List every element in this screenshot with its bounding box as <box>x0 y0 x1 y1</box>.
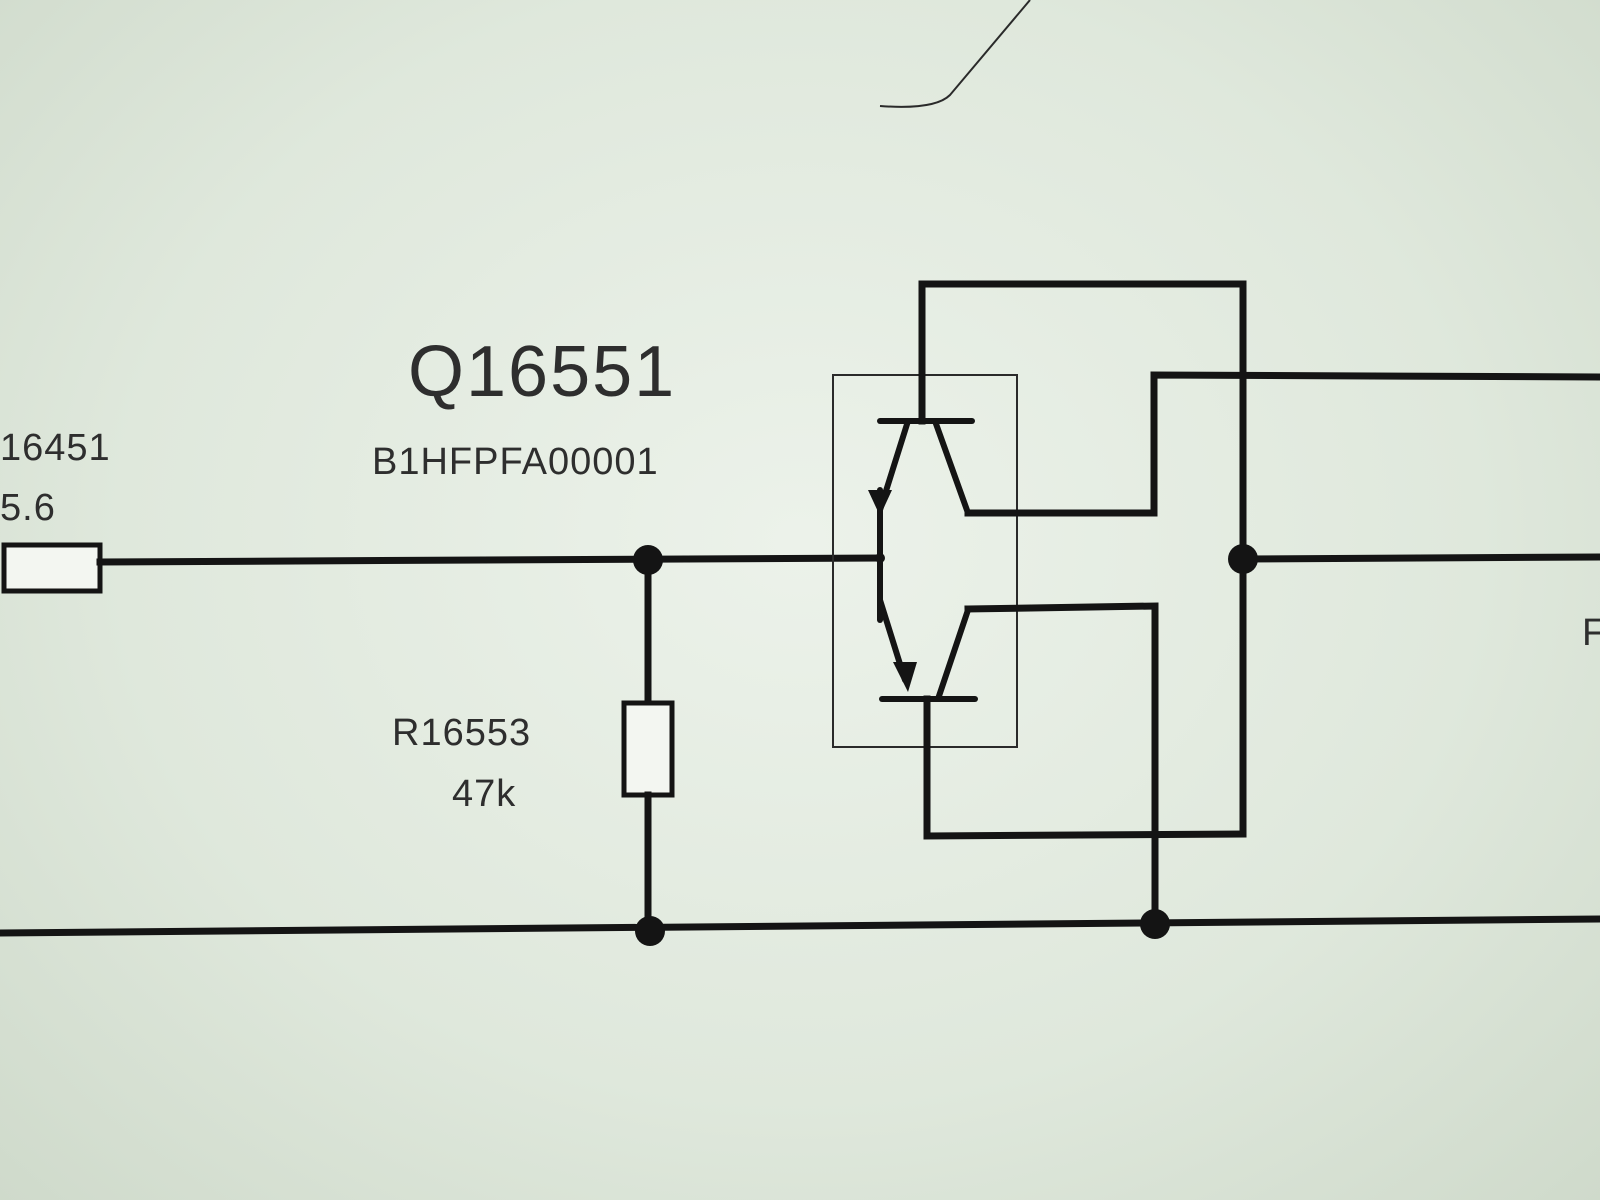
output-wire <box>1239 553 1600 563</box>
lower-collector-wire <box>964 602 1159 926</box>
junction-input <box>633 545 663 575</box>
upper-collector-leg <box>932 418 971 516</box>
upper-collector-wire <box>964 371 1600 517</box>
resistor-left-value-label: 5.6 <box>0 487 56 529</box>
input-wire <box>96 554 884 566</box>
transistor-ref-label: Q16551 <box>408 332 676 412</box>
ground-rail <box>0 915 1600 937</box>
transistor-part-label: B1HFPFA00001 <box>372 441 659 483</box>
junction-output <box>1228 544 1258 574</box>
resistor-pulldown-ref-label: R16553 <box>392 712 531 754</box>
right-edge-label: F <box>1582 612 1600 654</box>
resistor-pulldown-value-label: 47k <box>452 773 516 815</box>
junction-ground-right <box>1140 909 1170 939</box>
resistor-left-body <box>1 542 103 594</box>
lower-arrow <box>893 662 917 692</box>
junction-ground-left <box>635 916 665 946</box>
upper-arrow <box>868 490 892 516</box>
upper-emitter-wire <box>918 280 1247 838</box>
junction-base <box>875 553 885 563</box>
stray-mark <box>879 0 1031 108</box>
resistor-left-ref-label: 16451 <box>0 427 111 469</box>
lower-emitter-wire <box>923 695 1247 840</box>
resistor-pulldown-body <box>621 700 675 798</box>
lower-collector-leg <box>935 607 971 702</box>
